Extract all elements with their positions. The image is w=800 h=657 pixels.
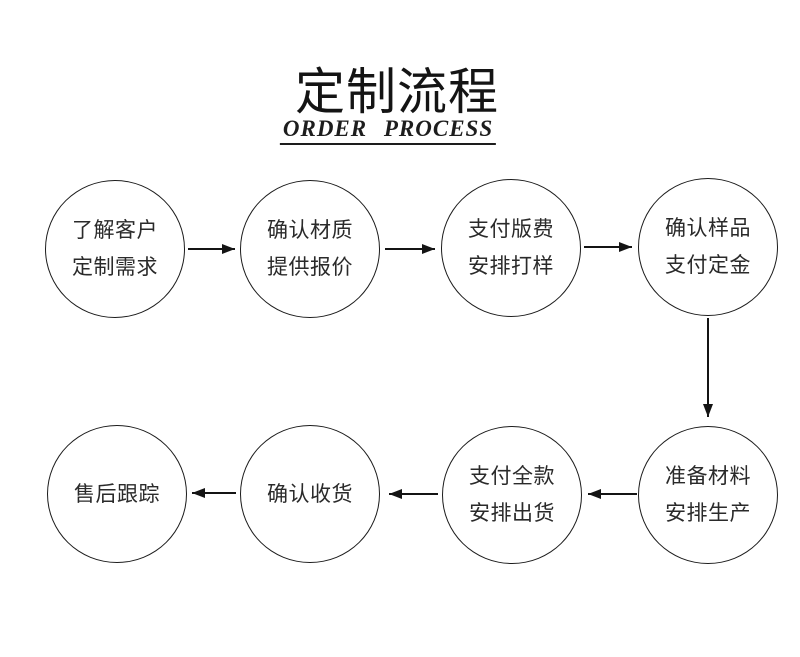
step-label: 确认样品	[665, 217, 751, 240]
step-label: 支付版费	[468, 218, 554, 241]
step-label: 支付定金	[665, 254, 751, 277]
flow-step-6: 支付全款 安排出货	[442, 426, 582, 564]
step-label: 确认材质	[267, 219, 353, 242]
page-title: 定制流程	[295, 64, 499, 120]
step-label: 售后跟踪	[74, 482, 160, 506]
step-label: 安排生产	[665, 502, 751, 525]
flow-step-1: 了解客户 定制需求	[45, 180, 185, 318]
step-label: 准备材料	[665, 465, 751, 488]
step-label: 提供报价	[267, 256, 353, 279]
step-label: 定制需求	[72, 256, 158, 279]
step-label: 确认收货	[267, 482, 353, 506]
page-subtitle: ORDER PROCESS	[279, 117, 497, 145]
flow-step-7: 确认收货	[240, 425, 380, 563]
flow-step-5: 准备材料 安排生产	[638, 426, 778, 564]
step-label: 支付全款	[469, 465, 555, 488]
flow-step-4: 确认样品 支付定金	[638, 178, 778, 316]
flow-step-8: 售后跟踪	[47, 425, 187, 563]
flow-step-2: 确认材质 提供报价	[240, 180, 380, 318]
flow-step-3: 支付版费 安排打样	[441, 179, 581, 317]
step-label: 安排出货	[469, 502, 555, 525]
step-label: 了解客户	[72, 219, 158, 242]
step-label: 安排打样	[468, 255, 554, 278]
